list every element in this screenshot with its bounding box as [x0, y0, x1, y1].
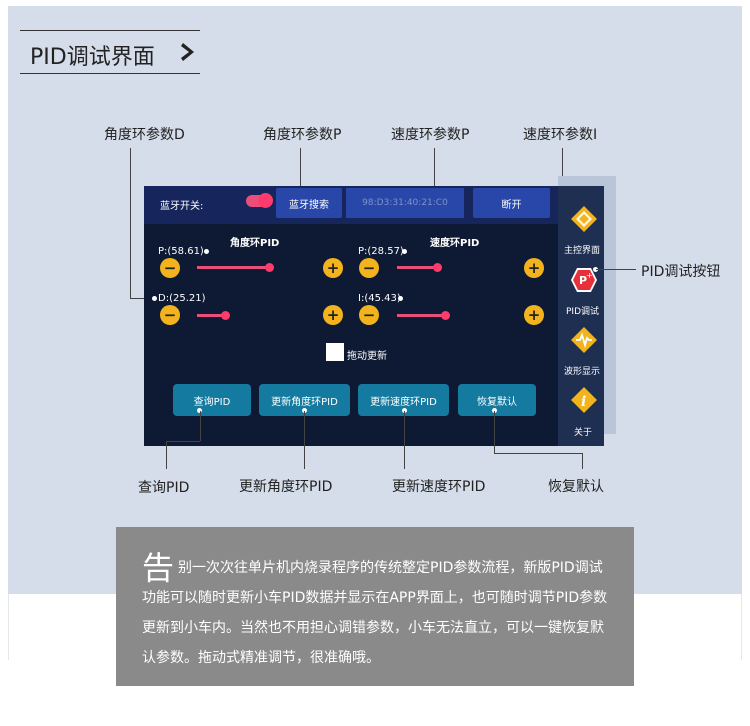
callout-angle-d: 角度环参数D	[104, 127, 185, 143]
angle-p-slider[interactable]	[197, 266, 269, 269]
callout-dot	[398, 296, 403, 301]
leader-line	[166, 441, 167, 469]
svg-text:i: i	[581, 394, 586, 410]
speed-i-slider-knob[interactable]	[441, 311, 450, 320]
angle-p-minus-button[interactable]: −	[160, 258, 180, 278]
callout-restore: 恢复默认	[548, 479, 604, 495]
leader-line	[596, 269, 636, 270]
callout-query-pid: 查询PID	[138, 480, 190, 496]
sidebar-item-wave-label: 波形显示	[564, 367, 601, 377]
leader-line	[200, 411, 201, 441]
leader-line	[304, 411, 305, 469]
notice-big-char: 告	[142, 549, 175, 587]
angle-d-minus-button[interactable]: −	[160, 305, 180, 325]
callout-angle-p: 角度环参数P	[263, 127, 342, 143]
info-diamond-icon[interactable]: i	[570, 386, 598, 414]
pid-hexagon-icon[interactable]: P+	[570, 266, 598, 294]
toggle-knob	[258, 193, 273, 208]
leader-line	[404, 411, 405, 469]
svg-text:+: +	[586, 271, 593, 280]
leader-line	[130, 148, 131, 298]
angle-section-title: 角度环PID	[230, 238, 280, 249]
page-frame	[8, 594, 742, 660]
bt-switch-label: 蓝牙开关:	[160, 201, 204, 212]
angle-p-slider-knob[interactable]	[265, 263, 274, 272]
leader-line	[494, 411, 495, 453]
leader-line	[130, 298, 154, 299]
waveform-diamond-icon[interactable]	[570, 326, 598, 354]
chevron-right-icon	[181, 43, 194, 61]
callout-update-angle: 更新角度环PID	[239, 479, 333, 495]
callout-speed-i: 速度环参数I	[523, 127, 598, 143]
drag-update-label: 拖动更新	[347, 351, 387, 362]
speed-p-slider-knob[interactable]	[433, 263, 442, 272]
svg-text:P: P	[579, 274, 587, 287]
speed-p-plus-button[interactable]: +	[524, 258, 544, 278]
leader-line	[494, 453, 582, 454]
bt-search-button[interactable]: 蓝牙搜索	[276, 188, 342, 218]
diamond-arrows-icon[interactable]	[570, 205, 598, 233]
speed-p-minus-button[interactable]: −	[359, 258, 379, 278]
angle-p-value: P:(58.61)	[158, 246, 204, 257]
callout-pid-debug-button: PID调试按钮	[641, 264, 721, 280]
callout-dot	[204, 249, 209, 254]
angle-d-slider[interactable]	[197, 314, 225, 317]
speed-section-title: 速度环PID	[430, 238, 480, 249]
callout-dot	[402, 408, 407, 413]
angle-d-slider-knob[interactable]	[221, 311, 230, 320]
query-pid-button[interactable]: 查询PID	[173, 384, 251, 416]
callout-dot	[302, 408, 307, 413]
callout-dot	[152, 296, 157, 301]
page-title: PID调试界面	[30, 45, 155, 70]
restore-default-button[interactable]: 恢复默认	[458, 384, 536, 416]
speed-i-minus-button[interactable]: −	[359, 305, 379, 325]
device-address: 98:D3:31:40:21:C0	[346, 188, 464, 218]
notice-text: 别一次次往单片机内烧录程序的传统整定PID参数流程，新版PID调试功能可以随时更…	[142, 560, 608, 666]
callout-dot	[492, 408, 497, 413]
callout-dot	[593, 267, 598, 272]
disconnect-button[interactable]: 断开	[473, 188, 550, 218]
speed-i-plus-button[interactable]: +	[524, 305, 544, 325]
angle-d-value: D:(25.21)	[158, 293, 206, 304]
drag-update-checkbox[interactable]	[326, 343, 344, 361]
speed-i-value: I:(45.43)	[358, 293, 401, 304]
notice-box: 告 别一次次往单片机内烧录程序的传统整定PID参数流程，新版PID调试功能可以随…	[116, 527, 634, 686]
speed-p-value: P:(28.57)	[358, 246, 404, 257]
page-title-box: PID调试界面	[20, 30, 200, 74]
callout-dot	[197, 408, 202, 413]
callout-speed-p: 速度环参数P	[391, 127, 470, 143]
angle-p-plus-button[interactable]: +	[323, 258, 343, 278]
angle-d-plus-button[interactable]: +	[323, 305, 343, 325]
sidebar-item-pid-label: PID调试	[566, 307, 600, 317]
speed-p-slider[interactable]	[397, 266, 437, 269]
sidebar-item-about-label: 关于	[574, 428, 593, 438]
bt-toggle[interactable]	[246, 193, 273, 208]
callout-update-speed: 更新速度环PID	[392, 479, 486, 495]
sidebar-item-main-label: 主控界面	[564, 246, 601, 256]
leader-line	[166, 441, 200, 442]
update-angle-pid-button[interactable]: 更新角度环PID	[259, 384, 350, 416]
callout-dot	[402, 249, 407, 254]
leader-line	[582, 453, 583, 469]
speed-i-slider[interactable]	[397, 314, 445, 317]
